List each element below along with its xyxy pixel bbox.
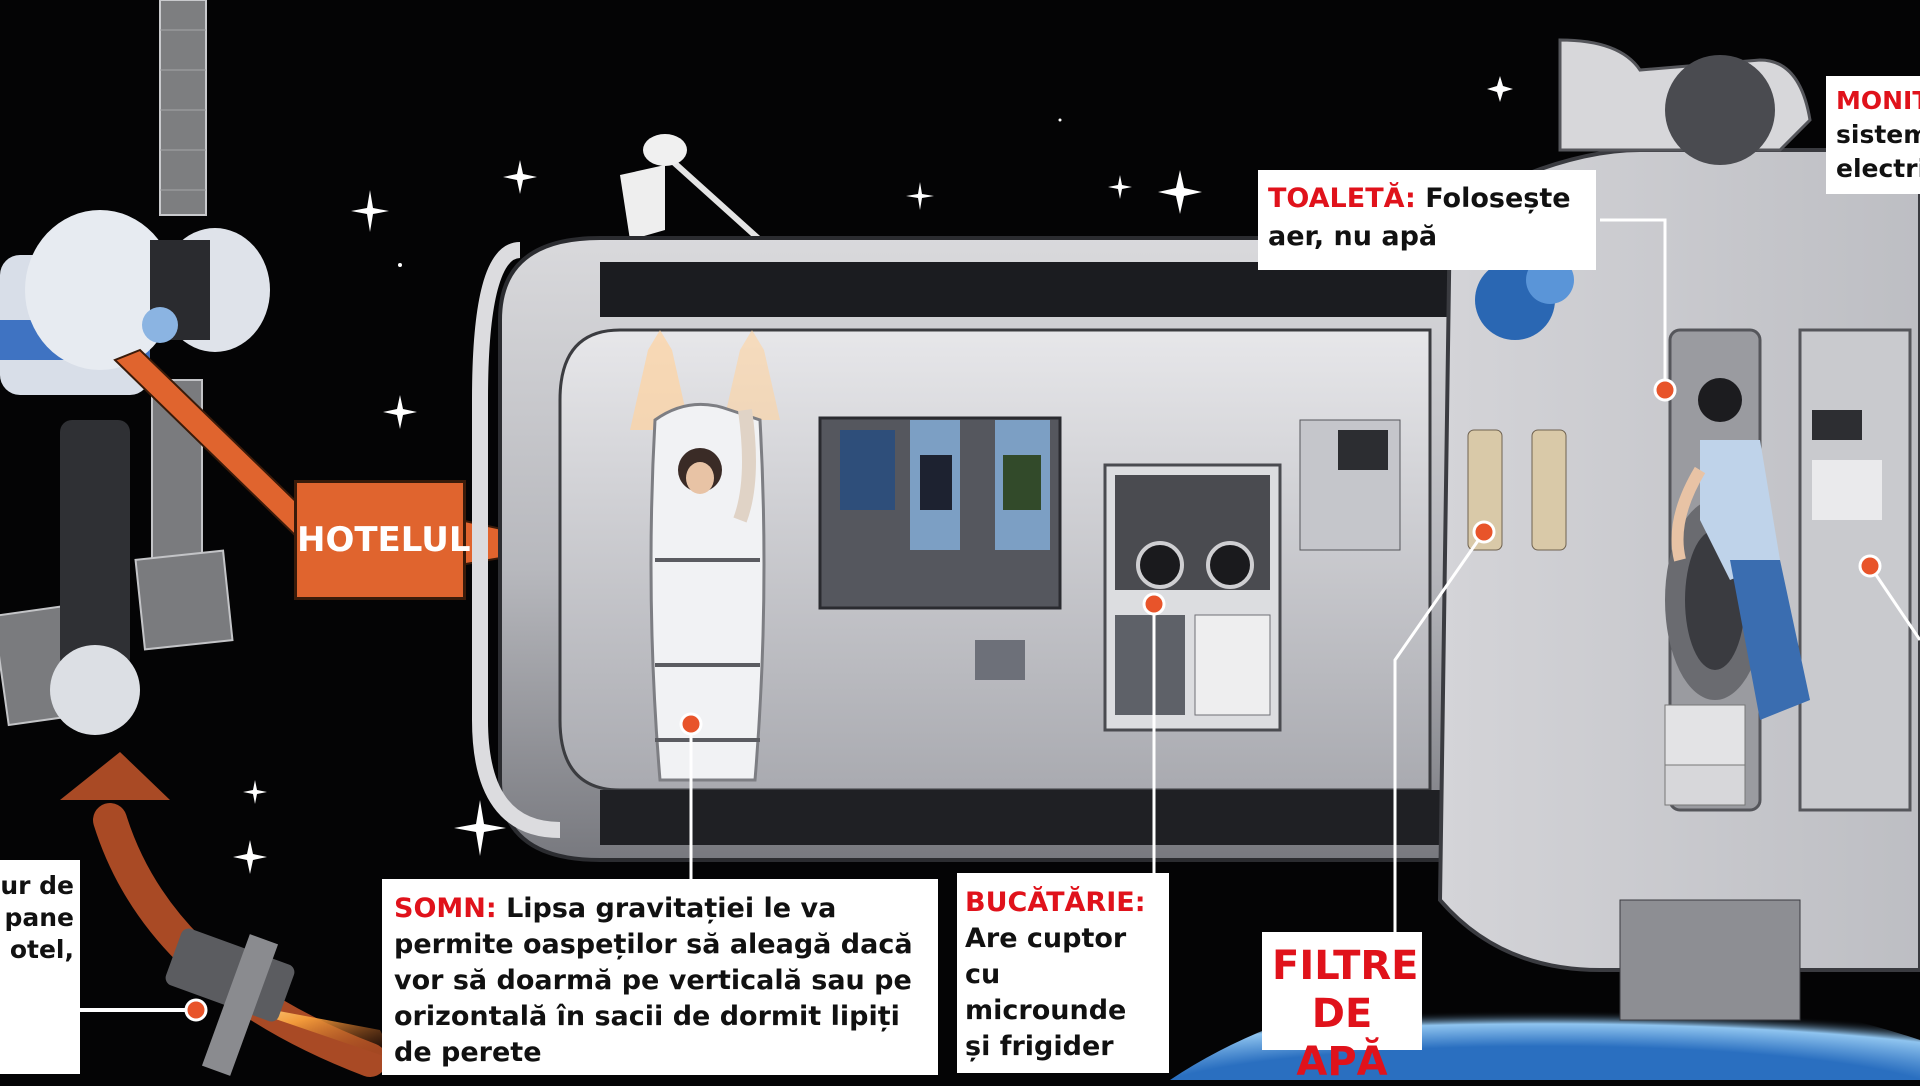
marker-filtre xyxy=(1472,520,1496,544)
hotel-label: HOTELUL xyxy=(294,480,471,600)
marker-toaleta xyxy=(1653,378,1677,402)
callout-left-partial: ur de pane otel, xyxy=(0,860,80,1074)
callout-somn: SOMN: Lipsa gravitației le va permite oa… xyxy=(382,879,938,1075)
hotel-module xyxy=(472,236,1642,904)
callout-toaleta-text: Folosește aer, nu apă xyxy=(1268,183,1571,252)
callout-somn-text: Lipsa gravitației le va permite oaspețil… xyxy=(394,893,913,1068)
shuttle xyxy=(80,928,395,1076)
antenna xyxy=(620,134,763,243)
marker-somn xyxy=(679,712,703,736)
marker-bucatarie xyxy=(1142,592,1166,616)
marker-monitor xyxy=(1858,554,1882,578)
callout-monitor-heading: MONIT xyxy=(1836,86,1920,115)
marker-shuttle xyxy=(184,998,208,1022)
callout-left-line-2: pane xyxy=(4,903,74,932)
callout-bucatarie-heading: BUCĂTĂRIE: xyxy=(965,887,1146,918)
callout-toaleta: TOALETĂ: Folosește aer, nu apă xyxy=(1258,170,1596,270)
callout-monitor-line-2: electri xyxy=(1836,154,1920,183)
callout-left-line-3: otel, xyxy=(9,935,74,964)
callout-bucatarie-text: Are cuptor cu microunde și frigider xyxy=(965,923,1127,1062)
leader-lines xyxy=(80,218,1920,1012)
callout-toaleta-heading: TOALETĂ: xyxy=(1268,183,1426,214)
callout-monitor-line-1: sistem xyxy=(1836,120,1920,149)
callout-monitor-partial: MONIT sistem electri xyxy=(1826,76,1920,194)
callout-somn-heading: SOMN: xyxy=(394,893,507,924)
markers xyxy=(184,378,1882,1022)
stars xyxy=(233,76,1513,874)
callout-bucatarie: BUCĂTĂRIE: Are cuptor cu microunde și fr… xyxy=(957,873,1169,1073)
callout-left-line-1: ur de xyxy=(0,871,74,900)
callout-filtre: FILTRE DE APĂ xyxy=(1262,932,1422,1085)
